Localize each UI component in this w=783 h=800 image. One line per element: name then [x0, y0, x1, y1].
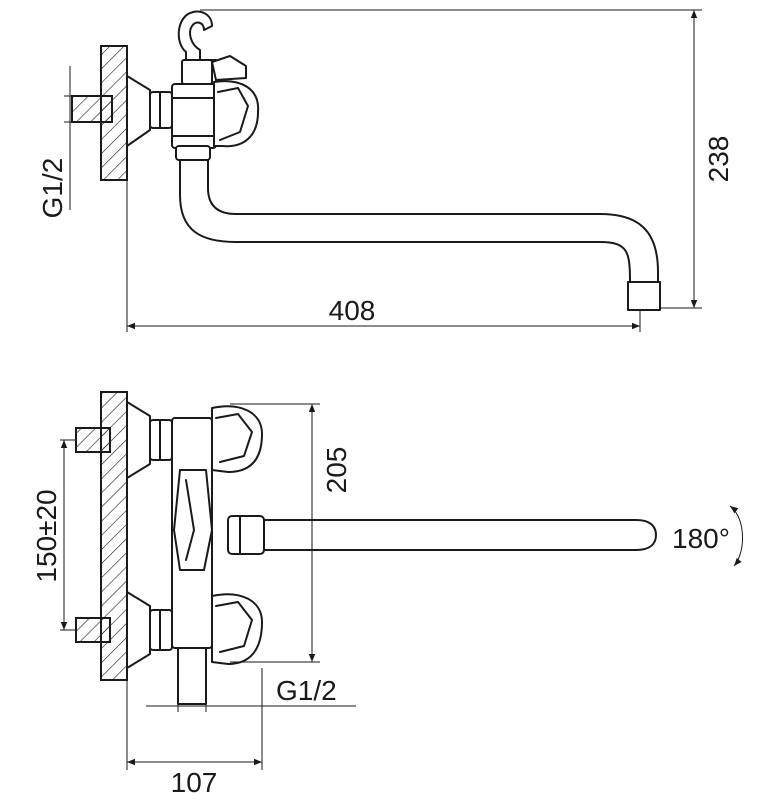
diverter-lever-top	[211, 55, 247, 81]
wall-thread-stub-top	[71, 95, 113, 123]
outlet-front	[177, 647, 207, 705]
thread-size-label-top: G1/2	[37, 158, 68, 219]
dimension-depth-label: 107	[171, 767, 218, 798]
lower-handle	[211, 593, 263, 665]
thread-size-label-front: G1/2	[276, 675, 337, 706]
shower-holder-hook	[177, 10, 217, 85]
dimension-height-label: 238	[703, 136, 734, 183]
top-view: 408 238 G1/2	[37, 9, 734, 332]
lower-eccentric	[126, 591, 151, 669]
dimension-width-label: 408	[329, 295, 376, 326]
handle-top	[213, 80, 260, 148]
lower-inlet-stub	[75, 617, 111, 643]
spout-top	[179, 159, 659, 287]
spout-collar-top	[175, 145, 211, 161]
eccentric-fitting-top	[126, 75, 151, 147]
upper-inlet-stub	[75, 427, 111, 453]
aerator-top	[627, 281, 661, 311]
rotation-label: 180°	[672, 523, 730, 554]
mixer-body-top	[171, 83, 217, 149]
spout-front	[263, 519, 657, 551]
upper-eccentric	[126, 401, 151, 479]
spout-collar-front	[227, 515, 265, 555]
dimension-height-front-label: 205	[321, 447, 352, 494]
rotation-arrow	[729, 505, 744, 567]
upper-handle	[211, 405, 263, 473]
dimension-spacing-label: 150±20	[31, 489, 62, 582]
front-view: 150±20 205 180° G1/2 107	[31, 391, 744, 798]
